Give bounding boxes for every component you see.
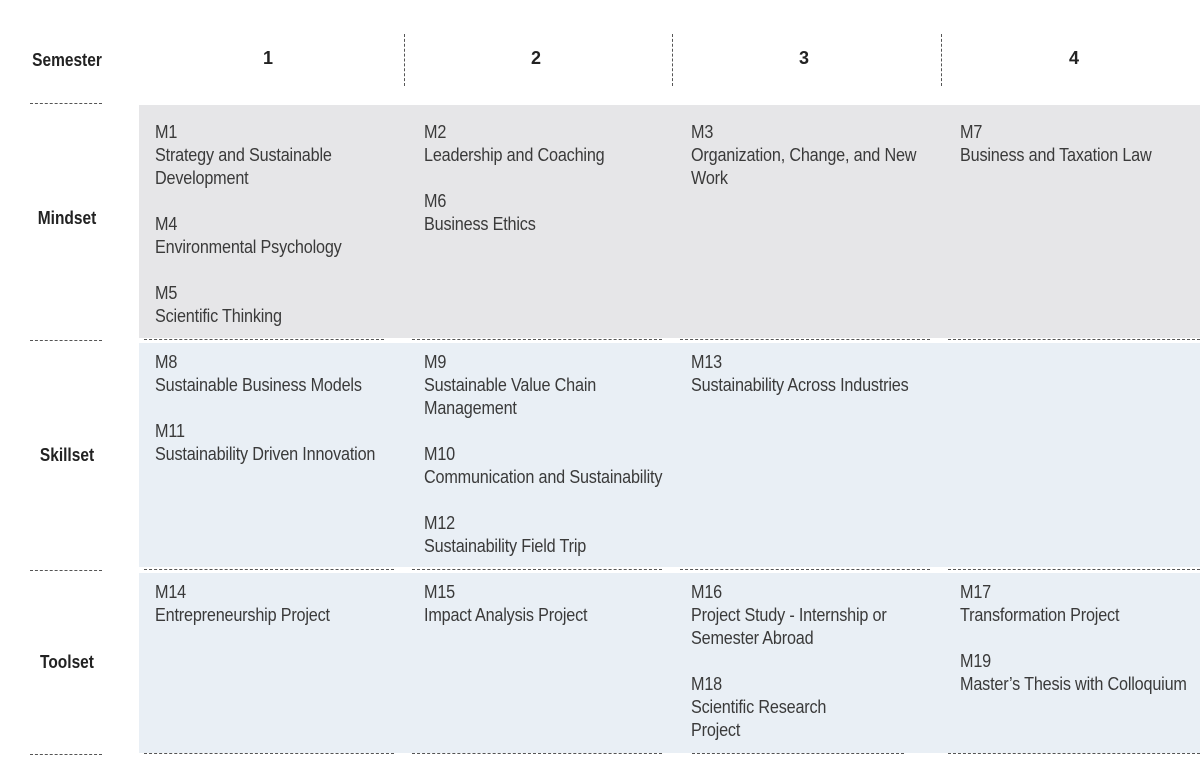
header-divider (404, 34, 405, 86)
module-title: Environmental Psychology (155, 237, 342, 257)
row-label-skillset: Skillset (39, 445, 95, 465)
module-title: Scientific Research Project (691, 697, 827, 740)
row-divider (30, 570, 102, 571)
cell-divider (680, 339, 930, 340)
module-code: M9 (424, 352, 447, 372)
module-title: Master’s Thesis with Colloquium (960, 674, 1187, 694)
module-code: M15 (424, 582, 455, 602)
module-code: M19 (960, 651, 991, 671)
module-title: Entrepreneurship Project (155, 605, 330, 625)
cell-divider (692, 753, 904, 754)
module-code: M1 (155, 122, 178, 142)
header-divider (941, 34, 942, 86)
module-code: M7 (960, 122, 983, 142)
semester-4-header: 4 (1068, 48, 1079, 68)
cell-divider (144, 339, 384, 340)
row-divider (30, 754, 102, 755)
module-code: M8 (155, 352, 178, 372)
row-divider (30, 103, 102, 104)
module-title: Leadership and Coaching (424, 145, 605, 165)
semester-2-header: 2 (530, 48, 541, 68)
module-code: M12 (424, 513, 455, 533)
module-code: M4 (155, 214, 178, 234)
module-title: Scientific Thinking (155, 306, 282, 326)
semester-header-label: Semester (32, 50, 102, 70)
module-title: Strategy and Sustainable Development (155, 145, 332, 188)
cell-divider (144, 753, 394, 754)
module-title: Business Ethics (424, 214, 536, 234)
module-title: Sustainability Field Trip (424, 536, 587, 556)
module-title: Communication and Sustainability (424, 467, 663, 487)
module-code: M2 (424, 122, 447, 142)
module-code: M11 (155, 421, 185, 441)
module-title: Project Study - Internship or Semester A… (691, 605, 887, 648)
module-title: Sustainable Value Chain Management (424, 375, 597, 418)
module-title: Sustainable Business Models (155, 375, 362, 395)
module-code: M16 (691, 582, 722, 602)
cell-divider (948, 753, 1200, 754)
cell-divider (412, 339, 662, 340)
skillset-band (139, 343, 1200, 567)
module-title: Sustainability Driven Innovation (155, 444, 376, 464)
module-code: M14 (155, 582, 186, 602)
toolset-band (139, 573, 1200, 753)
module-title: Business and Taxation Law (960, 145, 1152, 165)
mindset-band (139, 105, 1200, 338)
cell-divider (412, 753, 662, 754)
cell-divider (948, 339, 1200, 340)
module-title: Sustainability Across Industries (691, 375, 909, 395)
semester-3-header: 3 (798, 48, 809, 68)
cell-divider (680, 569, 930, 570)
module-title: Organization, Change, and New Work (691, 145, 917, 188)
module-code: M5 (155, 283, 178, 303)
module-code: M18 (691, 674, 722, 694)
module-title: Impact Analysis Project (424, 605, 588, 625)
module-code: M6 (424, 191, 447, 211)
cell-divider (948, 569, 1200, 570)
header-divider (672, 34, 673, 86)
cell-divider (144, 569, 394, 570)
cell-divider (412, 569, 662, 570)
module-code: M3 (691, 122, 714, 142)
row-label-mindset: Mindset (37, 208, 97, 228)
row-divider (30, 340, 102, 341)
module-code: M17 (960, 582, 991, 602)
semester-1-header: 1 (262, 48, 273, 68)
module-code: M10 (424, 444, 455, 464)
row-label-toolset: Toolset (40, 652, 94, 672)
module-title: Transformation Project (960, 605, 1120, 625)
module-code: M13 (691, 352, 722, 372)
